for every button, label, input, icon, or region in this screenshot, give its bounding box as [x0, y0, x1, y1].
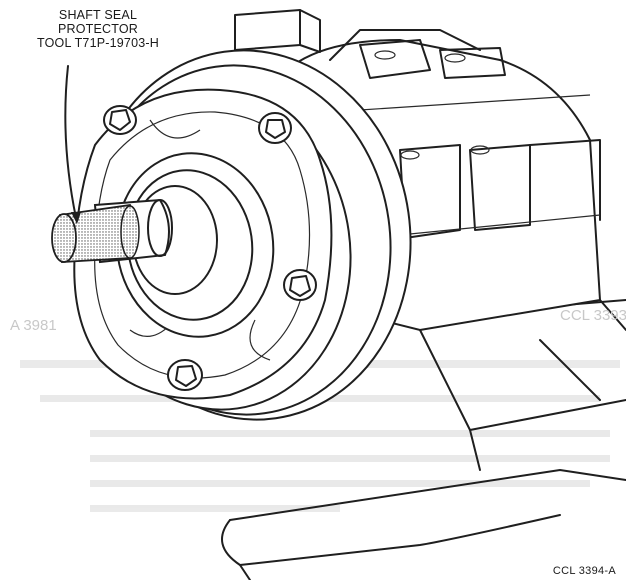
- callout-leader-line: [64, 65, 81, 224]
- shaft-seal-protector-tool: [51, 204, 140, 263]
- bleed-through-fragments: A 3981 CCL 3393: [10, 307, 626, 334]
- svg-text:CCL 3393: CCL 3393: [560, 307, 626, 324]
- callout-line-1: SHAFT SEAL: [58, 8, 138, 22]
- hub-rings: [115, 152, 275, 338]
- callout-line-2: PROTECTOR: [57, 22, 139, 36]
- bolt-top-right: [258, 112, 292, 144]
- bolt-top-left: [103, 105, 137, 135]
- svg-text:A 3981: A 3981: [10, 317, 57, 334]
- bolt-bottom-right: [283, 269, 317, 301]
- bolt-bottom: [167, 359, 203, 391]
- callout-label: SHAFT SEAL PROTECTOR TOOL T71P-19703-H: [0, 8, 196, 50]
- figure-id-label: CCL 3394-A: [552, 565, 616, 577]
- callout-line-3: TOOL T71P-19703-H: [37, 36, 159, 50]
